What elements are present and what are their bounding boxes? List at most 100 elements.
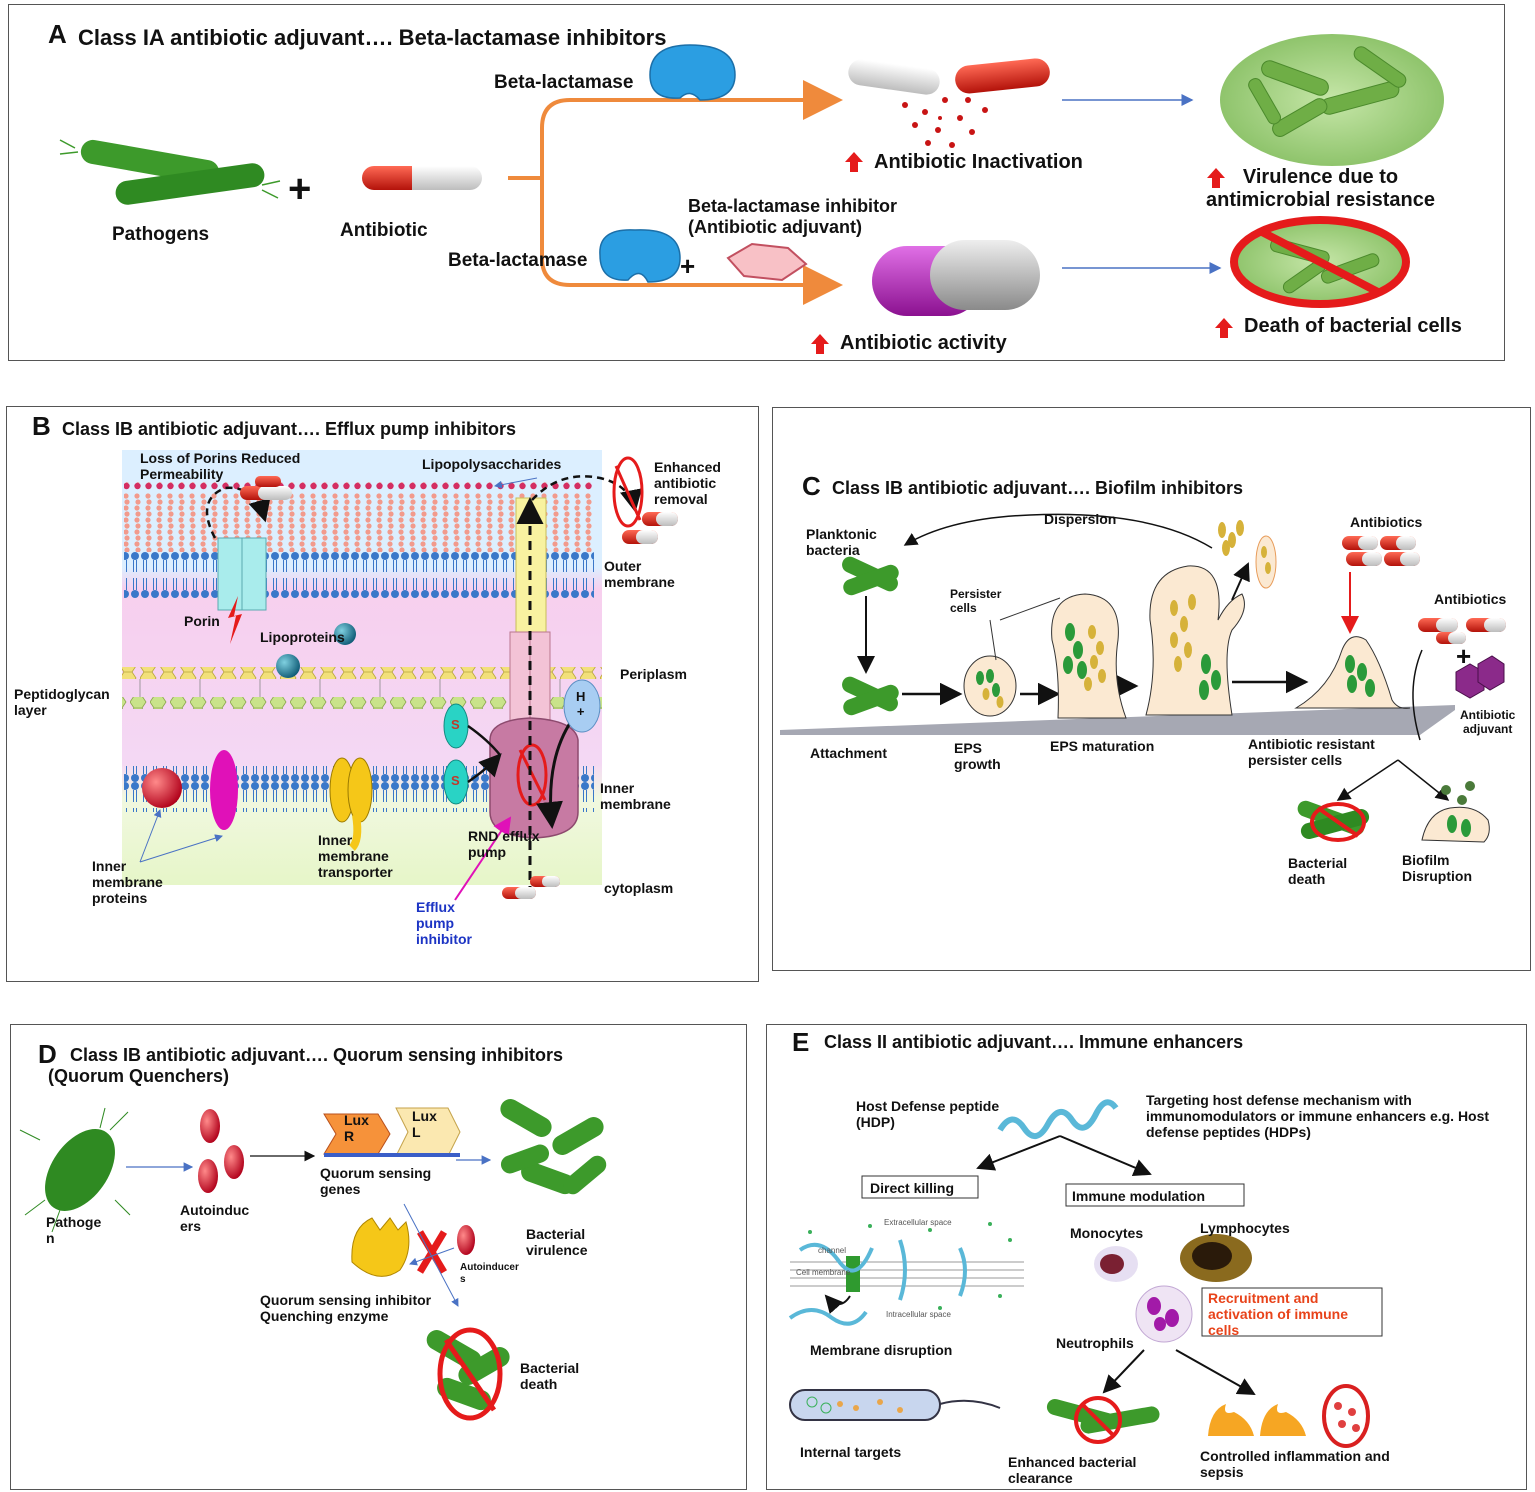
panel-e-letter: E bbox=[792, 1027, 810, 1057]
antibiotic-capsule bbox=[362, 166, 482, 190]
broken-capsule bbox=[848, 58, 1050, 148]
label-s-1: S bbox=[451, 717, 460, 732]
label-antibiotic: Antibiotic bbox=[340, 220, 428, 241]
dispersion-arrow bbox=[903, 513, 1213, 549]
panel-b-letter: B bbox=[32, 411, 51, 441]
peptidoglycan-hex-1 bbox=[122, 667, 602, 679]
inner-proteins-pointers bbox=[139, 477, 538, 863]
capsules-antibiotics-1 bbox=[1342, 536, 1420, 566]
lymphocyte bbox=[1180, 1234, 1252, 1282]
porin-dashed-loop bbox=[205, 486, 271, 539]
panel-d-letter: D bbox=[38, 1039, 57, 1069]
label-membrane-disruption: Membrane disruption bbox=[810, 1342, 953, 1358]
label-inactivation: Antibiotic Inactivation bbox=[874, 151, 1083, 173]
label-eps-growth: EPS growth bbox=[954, 740, 1001, 773]
monocyte bbox=[1094, 1246, 1138, 1282]
peptidoglycan-links bbox=[139, 679, 561, 697]
label-dispersion: Dispersion bbox=[1044, 511, 1117, 527]
biofilm-surface bbox=[780, 705, 1455, 735]
disrupted-biofilm bbox=[1421, 781, 1490, 843]
beta-lactamase-enzyme-bottom bbox=[599, 229, 681, 283]
panel-c-letter: C bbox=[802, 471, 821, 501]
active-antibiotic-capsule bbox=[872, 240, 1040, 316]
capsules-enhanced-removal bbox=[622, 512, 678, 544]
quenching-enzyme bbox=[351, 1217, 410, 1277]
label-monocytes: Monocytes bbox=[1070, 1225, 1144, 1241]
label-lymphocytes: Lymphocytes bbox=[1200, 1220, 1290, 1236]
label-beta-lactamase-top: Beta-lactamase bbox=[494, 72, 634, 93]
cell-membrane-illustration bbox=[780, 1222, 1030, 1326]
adjuvant-bracket bbox=[1412, 649, 1423, 741]
cleared-bacteria bbox=[1046, 1396, 1160, 1444]
label-cell-membrane: Cell membrane bbox=[796, 1268, 851, 1277]
label-hdp: Host Defense peptide (HDP) bbox=[856, 1098, 1000, 1131]
label-outer-membrane: Outer membrane bbox=[604, 558, 675, 591]
proton-bubble bbox=[563, 679, 601, 733]
immune-modulation-box bbox=[1065, 1183, 1245, 1207]
immune-arrows bbox=[1102, 1349, 1256, 1395]
label-biofilm-disruption: Biofilm Disruption bbox=[1402, 852, 1472, 885]
inner-protein-red-ball bbox=[142, 768, 182, 808]
label-death-d: Bacterial death bbox=[520, 1360, 580, 1393]
label-loss-porins: Loss of Porins Reduced Permeability bbox=[140, 450, 301, 483]
label-neutrophils: Neutrophils bbox=[1056, 1335, 1134, 1351]
label-resistant: Antibiotic resistant persister cells bbox=[1248, 736, 1375, 769]
panel-d-title: Class IB antibiotic adjuvant…. Quorum se… bbox=[48, 1045, 564, 1086]
label-virulence-d: Bacterial virulence bbox=[526, 1226, 588, 1259]
persister-biofilm bbox=[1294, 636, 1411, 709]
direct-killing-box bbox=[861, 1175, 979, 1199]
panel-a-letter: A bbox=[48, 19, 67, 49]
bacteria-colony-killed bbox=[1230, 216, 1410, 308]
beta-lactamase-enzyme-top bbox=[649, 44, 736, 101]
label-intracellular: Intracellular space bbox=[886, 1310, 951, 1319]
no-sign-efflux bbox=[612, 456, 644, 528]
killed-bacteria-c bbox=[1297, 800, 1370, 842]
label-adjuvant-c: Antibiotic adjuvant bbox=[1460, 708, 1516, 736]
label-plus-a2: + bbox=[680, 251, 696, 281]
label-extracellular: Extracellular space bbox=[884, 1218, 952, 1227]
label-inner-membrane: Inner membrane bbox=[600, 780, 671, 813]
porin bbox=[217, 537, 267, 644]
label-autoinducers: Autoinduc ers bbox=[180, 1202, 250, 1235]
label-antibiotics-1: Antibiotics bbox=[1350, 514, 1423, 530]
eps-maturation-blob bbox=[1051, 593, 1127, 719]
label-immune-modulation: Immune modulation bbox=[1072, 1188, 1205, 1204]
persister-pointer bbox=[989, 597, 1061, 661]
pathogens-image bbox=[59, 139, 281, 205]
label-plus-c: + bbox=[1456, 641, 1472, 671]
label-plus-a: + bbox=[288, 167, 312, 211]
label-activity: Antibiotic activity bbox=[840, 332, 1007, 354]
outcome-arrows-c bbox=[1336, 759, 1450, 801]
label-planktonic: Planktonic bacteria bbox=[806, 526, 877, 559]
label-pathogens: Pathogens bbox=[112, 224, 210, 245]
inner-transporter bbox=[329, 757, 373, 851]
label-virulence: Virulence due to antimicrobial resistanc… bbox=[1206, 166, 1435, 211]
eps-growth-blob bbox=[963, 655, 1017, 717]
label-inner-transporter: Inner membrane transporter bbox=[318, 832, 393, 881]
label-persister: Persister cells bbox=[950, 587, 1002, 615]
label-luxr: Lux R bbox=[344, 1112, 369, 1145]
capsule-cytoplasm bbox=[502, 876, 560, 899]
inhibitor-hexagon bbox=[726, 242, 808, 282]
bacteria-colony-resistant bbox=[1220, 34, 1444, 166]
lipoprotein-2 bbox=[276, 654, 300, 678]
autoinducer-single bbox=[457, 1225, 475, 1255]
label-inhibitor: Beta-lactamase inhibitor (Antibiotic adj… bbox=[688, 196, 898, 237]
capsules-antibiotics-2 bbox=[1418, 618, 1506, 644]
label-epi: Efflux pump inhibitor bbox=[416, 899, 472, 948]
label-qsi: Quorum sensing inhibitor Quenching enzym… bbox=[260, 1292, 432, 1325]
panel-e-title: Class II antibiotic adjuvant…. Immune en… bbox=[824, 1032, 1244, 1052]
pathogen-bacterium bbox=[19, 1107, 131, 1233]
mature-biofilm-blob bbox=[1145, 565, 1245, 716]
label-direct-killing: Direct killing bbox=[870, 1180, 955, 1196]
label-inner-proteins: Inner membrane proteins bbox=[92, 858, 163, 907]
lipoprotein-1 bbox=[334, 623, 356, 645]
label-enhanced-removal: Enhanced antibiotic removal bbox=[654, 459, 721, 508]
label-s-2: S bbox=[451, 773, 460, 788]
inflammation-flames bbox=[1208, 1404, 1306, 1436]
label-clearance: Enhanced bacterial clearance bbox=[1008, 1454, 1137, 1487]
label-cytoplasm: cytoplasm bbox=[604, 880, 674, 896]
label-porin: Porin bbox=[184, 613, 220, 629]
recruitment-box bbox=[1201, 1287, 1383, 1337]
